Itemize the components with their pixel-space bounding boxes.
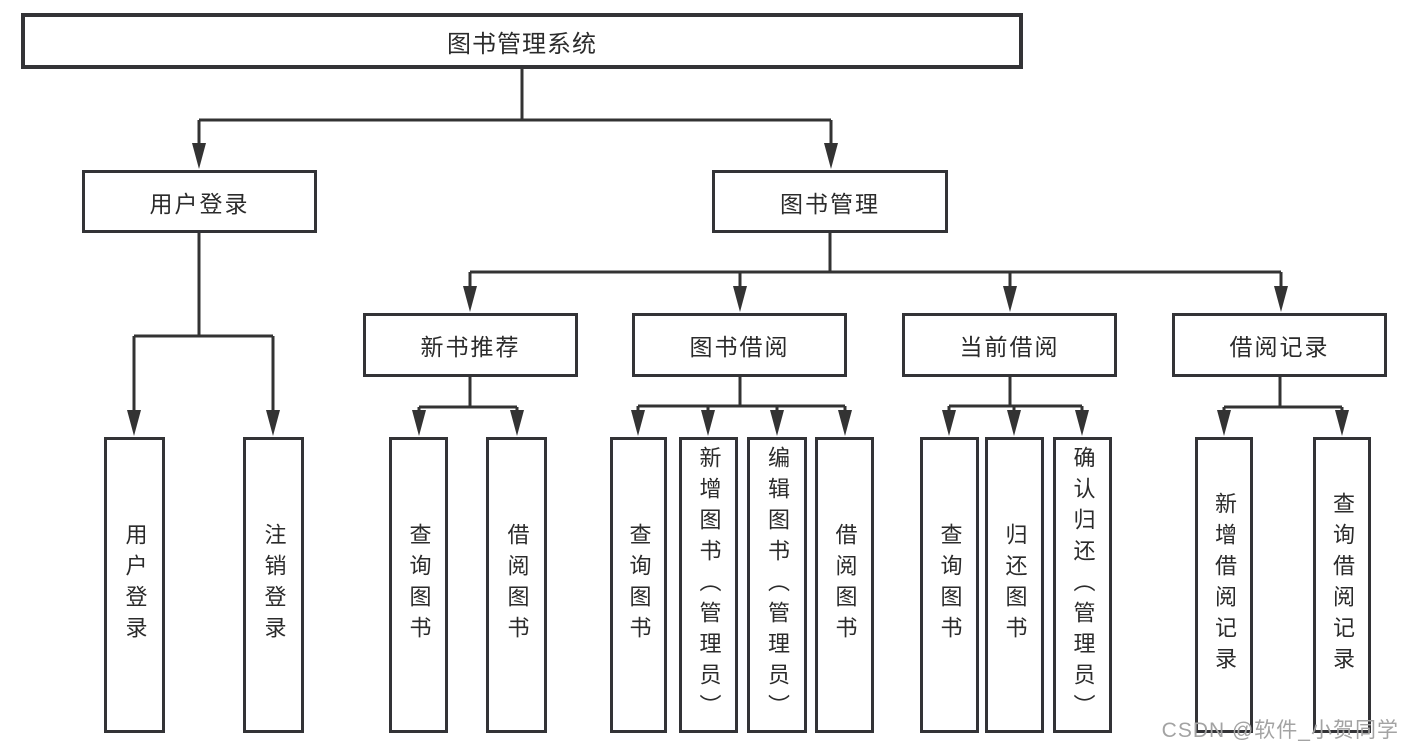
- leaf-borrow-borrow-books: 借阅图书: [815, 437, 874, 733]
- leaf-borrow-add-books-admin: 新增图书（管理员）: [679, 437, 738, 733]
- leaf-user-login-label: 用户登录: [122, 523, 148, 647]
- leaf-borrow-add-books-admin-label: 新增图书（管理员）: [696, 445, 722, 725]
- leaf-user-login: 用户登录: [104, 437, 165, 733]
- arrowheads-root: [192, 143, 838, 169]
- node-new-book-recommend: 新书推荐: [363, 313, 578, 377]
- node-book-borrow: 图书借阅: [632, 313, 847, 377]
- leaf-current-query-books: 查询图书: [920, 437, 979, 733]
- node-borrow-records: 借阅记录: [1172, 313, 1387, 377]
- leaf-records-query-record-label: 查询借阅记录: [1330, 492, 1355, 678]
- leaf-newbook-borrow-books-label: 借阅图书: [504, 523, 530, 647]
- leaf-current-query-books-label: 查询图书: [937, 523, 963, 647]
- leaf-records-add-record-label: 新增借阅记录: [1212, 492, 1237, 678]
- node-root-library-system: 图书管理系统: [21, 13, 1023, 69]
- leaf-newbook-query-books-label: 查询图书: [406, 523, 432, 647]
- leaf-newbook-borrow-books: 借阅图书: [486, 437, 547, 733]
- arrowheads-bookmgmt: [463, 286, 1288, 312]
- leaf-current-confirm-return-admin: 确认归还（管理员）: [1053, 437, 1112, 733]
- leaf-records-add-record: 新增借阅记录: [1195, 437, 1253, 733]
- node-user-login: 用户登录: [82, 170, 317, 233]
- connector-group-currentborrow: [947, 377, 1084, 413]
- leaf-borrow-query-books-label: 查询图书: [626, 523, 652, 647]
- leaf-borrow-borrow-books-label: 借阅图书: [832, 523, 858, 647]
- leaf-newbook-query-books: 查询图书: [389, 437, 448, 733]
- arrowheads-bookborrow: [631, 410, 852, 436]
- connector-group-bookborrow: [636, 377, 847, 413]
- leaf-logout: 注销登录: [243, 437, 304, 733]
- arrowheads-records: [1217, 410, 1349, 436]
- arrowheads-userlogin: [127, 410, 280, 436]
- leaf-records-query-record: 查询借阅记录: [1313, 437, 1371, 733]
- node-book-management: 图书管理: [712, 170, 948, 233]
- connector-group-userlogin: [132, 233, 275, 413]
- leaf-borrow-edit-books-admin-label: 编辑图书（管理员）: [765, 445, 790, 725]
- leaf-current-confirm-return-admin-label: 确认归还（管理员）: [1070, 445, 1096, 725]
- node-current-borrow: 当前借阅: [902, 313, 1117, 377]
- leaf-current-return-books-label: 归还图书: [1002, 523, 1028, 647]
- leaf-logout-label: 注销登录: [261, 523, 287, 647]
- connector-group-bookmgmt: [468, 233, 1283, 289]
- connector-group-records: [1222, 377, 1344, 413]
- arrowheads-newbook: [412, 410, 524, 436]
- connector-group-newbook: [417, 377, 519, 413]
- leaf-borrow-query-books: 查询图书: [610, 437, 667, 733]
- leaf-borrow-edit-books-admin: 编辑图书（管理员）: [747, 437, 807, 733]
- leaf-current-return-books: 归还图书: [985, 437, 1044, 733]
- connector-group-root: [197, 68, 833, 146]
- arrowheads-currentborrow: [942, 410, 1089, 436]
- csdn-watermark: CSDN @软件_小贺同学: [1161, 719, 1399, 742]
